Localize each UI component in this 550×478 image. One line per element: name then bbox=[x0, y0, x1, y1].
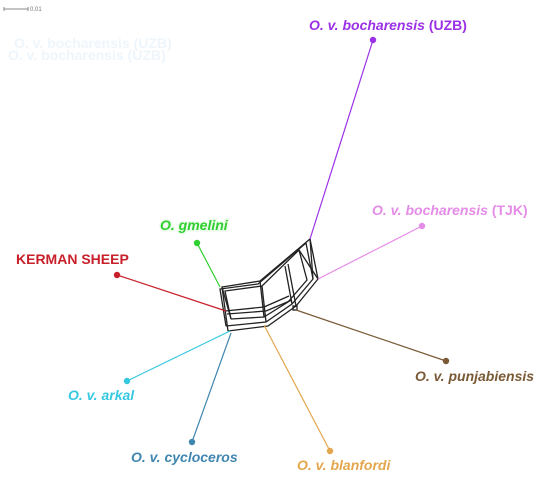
label-kerman: KERMAN SHEEP bbox=[16, 251, 129, 267]
tip-node-cycloceros bbox=[188, 438, 196, 446]
tip-node-tjk bbox=[418, 222, 426, 230]
branch-cycloceros bbox=[191, 332, 232, 443]
branch-arkal bbox=[126, 330, 231, 382]
label-blanfordi: O. v. blanfordi bbox=[297, 457, 391, 473]
svg-text:O. v. bocharensis (UZB): O. v. bocharensis (UZB) bbox=[14, 35, 172, 51]
scale-bar-label: 0.01 bbox=[30, 7, 42, 13]
branch-gmelini bbox=[196, 242, 221, 288]
svg-text:O. v. bocharensis (UZB): O. v. bocharensis (UZB) bbox=[8, 47, 166, 63]
tip-node-blanfordi bbox=[326, 447, 334, 455]
tip-node-arkal bbox=[123, 377, 131, 385]
branch-uzb bbox=[309, 39, 374, 240]
label-gmelini: O. gmelini bbox=[160, 217, 229, 233]
tip-node-punjabiensis bbox=[442, 357, 450, 365]
branch-kerman bbox=[116, 274, 227, 312]
label-cycloceros: O. v. cycloceros bbox=[131, 449, 238, 465]
branch-blanfordi bbox=[263, 324, 331, 452]
tip-nodes bbox=[113, 36, 450, 455]
branch-punjabiensis bbox=[295, 309, 447, 362]
scale-bar: 0.01 bbox=[3, 7, 42, 13]
taxon-labels: O. v. bocharensis (UZB) O. v. bocharensi… bbox=[16, 17, 534, 473]
label-arkal: O. v. arkal bbox=[68, 387, 135, 403]
label-uzb: O. v. bocharensis (UZB) bbox=[309, 17, 467, 33]
tip-node-kerman bbox=[113, 271, 121, 279]
split-network-core bbox=[219, 237, 319, 332]
faint-ghost-labels: O. v. bocharensis (UZB) O. v. bocharensi… bbox=[8, 35, 172, 63]
label-tjk: O. v. bocharensis (TJK) bbox=[372, 202, 528, 218]
tip-node-gmelini bbox=[193, 239, 201, 247]
branches bbox=[116, 39, 447, 452]
branch-tjk bbox=[317, 225, 423, 280]
tip-node-uzb bbox=[369, 36, 377, 44]
label-punjabiensis: O. v. punjabiensis bbox=[415, 368, 534, 384]
